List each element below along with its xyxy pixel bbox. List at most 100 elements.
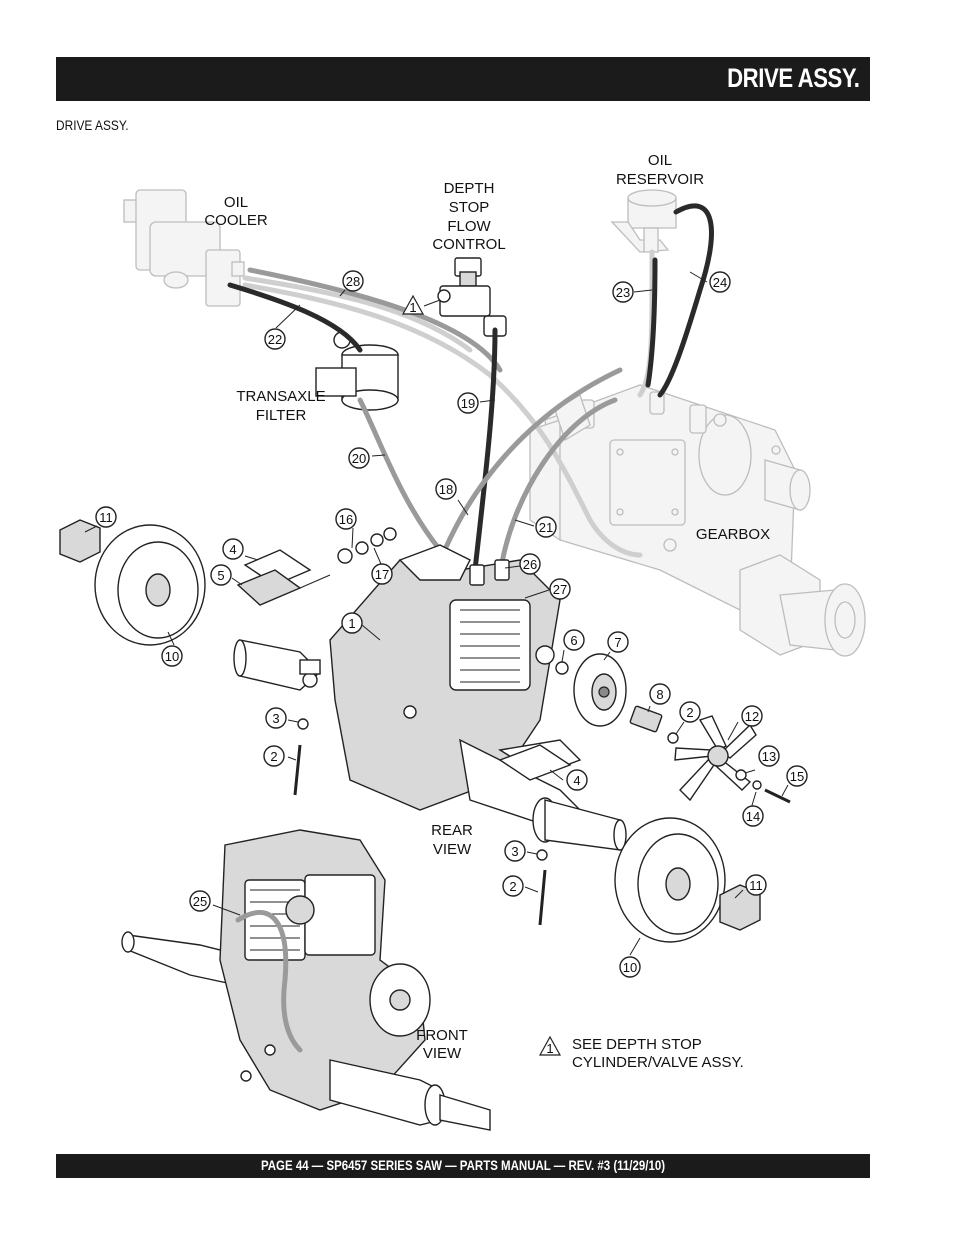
- svg-text:25: 25: [193, 894, 207, 909]
- svg-text:28: 28: [346, 274, 360, 289]
- svg-text:OIL: OIL: [224, 194, 248, 211]
- callout-4-upper: 4: [222, 538, 244, 560]
- hub-nut-right: [719, 884, 761, 931]
- svg-text:27: 27: [553, 582, 567, 597]
- callout-18: 18: [435, 478, 457, 500]
- svg-text:CONTROL: CONTROL: [432, 236, 505, 253]
- washer-6: [555, 661, 569, 675]
- oil-reservoir-label: OIL RESERVOIR: [616, 152, 704, 188]
- callout-20: 20: [348, 447, 370, 469]
- rear-view-label: REAR VIEW: [431, 822, 473, 858]
- svg-text:11: 11: [99, 510, 113, 525]
- svg-text:14: 14: [746, 809, 760, 824]
- depth-stop-flow-control-drawing: [437, 257, 507, 337]
- callout-2-fan: 2: [679, 701, 701, 723]
- callout-2-lower: 2: [502, 875, 524, 897]
- svg-text:VIEW: VIEW: [433, 841, 472, 858]
- svg-text:13: 13: [762, 749, 776, 764]
- callout-17: 17: [371, 563, 393, 585]
- callout-23: 23: [612, 281, 634, 303]
- callout-10-right: 10: [619, 956, 641, 978]
- callout-27: 27: [549, 578, 571, 600]
- callout-11-left: 11: [95, 506, 117, 528]
- svg-text:22: 22: [268, 332, 282, 347]
- wheel-right: [614, 817, 726, 943]
- svg-text:24: 24: [713, 275, 727, 290]
- gearbox-label: GEARBOX: [696, 526, 770, 543]
- callout-6: 6: [563, 629, 585, 651]
- svg-text:FILTER: FILTER: [256, 407, 307, 424]
- svg-text:12: 12: [745, 709, 759, 724]
- svg-text:7: 7: [614, 635, 621, 650]
- callout-25: 25: [189, 890, 211, 912]
- section-subtitle: DRIVE ASSY.: [56, 117, 129, 133]
- svg-text:17: 17: [375, 567, 389, 582]
- svg-text:3: 3: [511, 844, 518, 859]
- svg-text:1: 1: [409, 300, 416, 315]
- footer-text: PAGE 44 — SP6457 SERIES SAW — PARTS MANU…: [260, 1157, 666, 1173]
- svg-text:FRONT: FRONT: [416, 1027, 468, 1044]
- callout-14: 14: [742, 805, 764, 827]
- title-bar: DRIVE ASSY.: [56, 57, 870, 101]
- svg-text:2: 2: [686, 705, 693, 720]
- see-depth-stop-note: SEE DEPTH STOP CYLINDER/VALVE ASSY.: [572, 1036, 744, 1071]
- svg-text:23: 23: [616, 285, 630, 300]
- svg-text:5: 5: [217, 568, 224, 583]
- transaxle-front-view-drawing: [121, 829, 491, 1131]
- svg-text:FLOW: FLOW: [447, 218, 491, 235]
- oil-cooler-drawing: [123, 189, 245, 307]
- callout-8: 8: [649, 683, 671, 705]
- svg-text:11: 11: [749, 878, 763, 893]
- svg-text:1: 1: [348, 616, 355, 631]
- callout-3-lower: 3: [504, 840, 526, 862]
- svg-text:16: 16: [339, 512, 353, 527]
- callout-28: 28: [342, 270, 364, 292]
- page-title: DRIVE ASSY.: [727, 63, 861, 93]
- depth-stop-note-symbol: 1: [401, 294, 441, 315]
- svg-text:1: 1: [546, 1041, 553, 1056]
- svg-text:10: 10: [623, 960, 637, 975]
- svg-text:OIL: OIL: [648, 152, 672, 169]
- svg-text:TRANSAXLE: TRANSAXLE: [236, 388, 325, 405]
- callout-11-right: 11: [745, 874, 767, 896]
- svg-text:18: 18: [439, 482, 453, 497]
- callout-19: 19: [457, 392, 479, 414]
- see-note-symbol: 1: [538, 1035, 562, 1056]
- wheel-left: [94, 524, 206, 646]
- svg-text:4: 4: [229, 542, 236, 557]
- front-view-label: FRONT VIEW: [416, 1027, 468, 1062]
- svg-text:STOP: STOP: [449, 199, 490, 216]
- callout-21: 21: [535, 516, 557, 538]
- svg-text:20: 20: [352, 451, 366, 466]
- hose-19: [472, 327, 498, 573]
- oil-reservoir-drawing: [610, 189, 677, 253]
- callout-15: 15: [786, 765, 808, 787]
- svg-text:REAR: REAR: [431, 822, 473, 839]
- leader-lines: [84, 271, 789, 956]
- callout-12: 12: [741, 705, 763, 727]
- callout-3-upper: 3: [265, 707, 287, 729]
- svg-text:6: 6: [570, 633, 577, 648]
- depth-stop-flow-control-label: DEPTH STOP FLOW CONTROL: [432, 180, 505, 253]
- callout-24: 24: [709, 271, 731, 293]
- transaxle-rear-view-drawing: [233, 544, 627, 851]
- cooling-fan: [674, 715, 757, 802]
- hose-20: [357, 397, 443, 553]
- svg-text:19: 19: [461, 396, 475, 411]
- nut-washer-set: [337, 527, 397, 564]
- svg-text:26: 26: [523, 557, 537, 572]
- callout-2-upper: 2: [263, 745, 285, 767]
- callout-10-left: 10: [161, 645, 183, 667]
- callout-26: 26: [519, 553, 541, 575]
- hose-21: [497, 397, 618, 578]
- svg-text:10: 10: [165, 649, 179, 664]
- transaxle-filter-label: TRANSAXLE FILTER: [236, 388, 325, 424]
- callout-16: 16: [335, 508, 357, 530]
- svg-text:SEE DEPTH STOP: SEE DEPTH STOP: [572, 1036, 702, 1053]
- svg-text:VIEW: VIEW: [423, 1045, 462, 1062]
- svg-text:RESERVOIR: RESERVOIR: [616, 171, 704, 188]
- svg-text:2: 2: [509, 879, 516, 894]
- callout-1: 1: [341, 612, 363, 634]
- mounting-plate-upper: [236, 549, 331, 606]
